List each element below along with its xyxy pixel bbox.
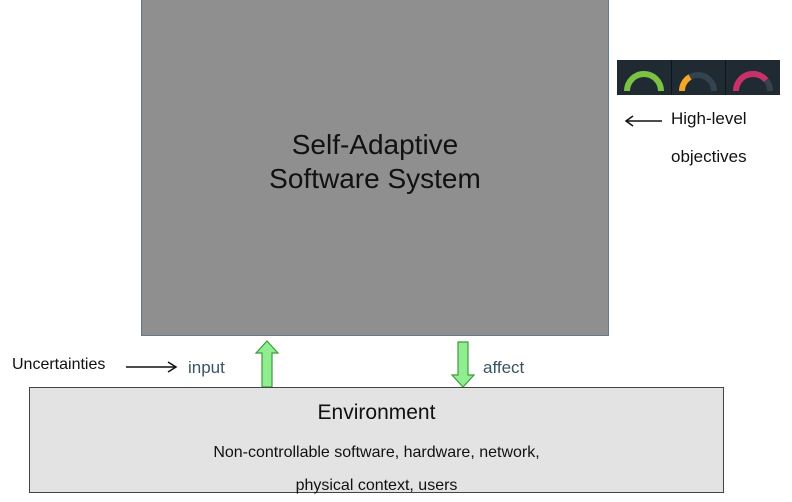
uncertainties-arrow-icon — [126, 361, 178, 373]
input-label: input — [188, 358, 225, 377]
objectives-arrow-icon — [624, 115, 662, 127]
objectives-label: High-level objectives — [671, 100, 747, 176]
affect-label: affect — [483, 358, 525, 377]
system-title-line2: Software System — [269, 163, 481, 194]
objectives-label-line2: objectives — [671, 147, 747, 166]
affect-arrow-icon — [450, 341, 476, 388]
environment-description-line1: Non-controllable software, hardware, net… — [213, 444, 540, 461]
green-gauge-icon — [624, 71, 664, 92]
environment-title: Environment — [317, 401, 436, 424]
objectives-label-line1: High-level — [671, 109, 747, 128]
environment-box — [29, 387, 724, 493]
orange-gauge-icon — [678, 72, 717, 92]
environment-description: Non-controllable software, hardware, net… — [29, 436, 724, 502]
system-box — [141, 0, 609, 336]
pink-gauge-icon — [732, 70, 773, 92]
objective-gauges — [617, 60, 780, 95]
system-title-line1: Self-Adaptive — [291, 129, 459, 160]
system-title: Self-Adaptive Software System — [141, 128, 609, 196]
input-arrow-icon — [254, 340, 280, 388]
environment-description-line2: physical context, users — [295, 477, 458, 494]
uncertainties-label: Uncertainties — [12, 356, 106, 373]
